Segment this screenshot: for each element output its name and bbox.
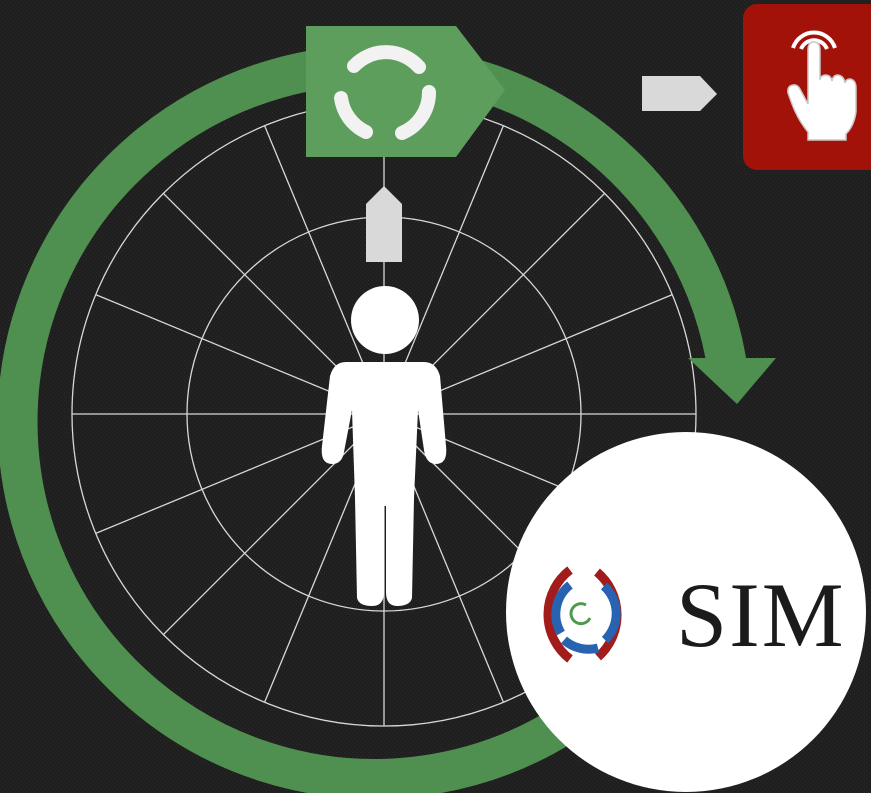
sim-logo-badge: SIM [506, 432, 866, 792]
cycle-arrow [0, 45, 776, 793]
sim-logo-text: SIM [676, 564, 846, 666]
sim-logo-circle [506, 432, 866, 792]
cycle-tab[interactable] [306, 26, 505, 157]
cycle-arrow-head [688, 358, 776, 404]
person-head [351, 286, 419, 354]
person-icon [321, 286, 447, 606]
up-connector-arrow [366, 186, 402, 262]
hand-touch-icon [787, 30, 857, 141]
person-body [321, 362, 447, 606]
right-connector-arrow [642, 76, 717, 111]
touch-button[interactable] [743, 4, 871, 170]
concentric-rings-logo-icon [543, 566, 622, 663]
cycle-arrow-track [0, 45, 748, 793]
refresh-cycle-icon [334, 45, 437, 140]
wheel-spoke [162, 413, 385, 636]
